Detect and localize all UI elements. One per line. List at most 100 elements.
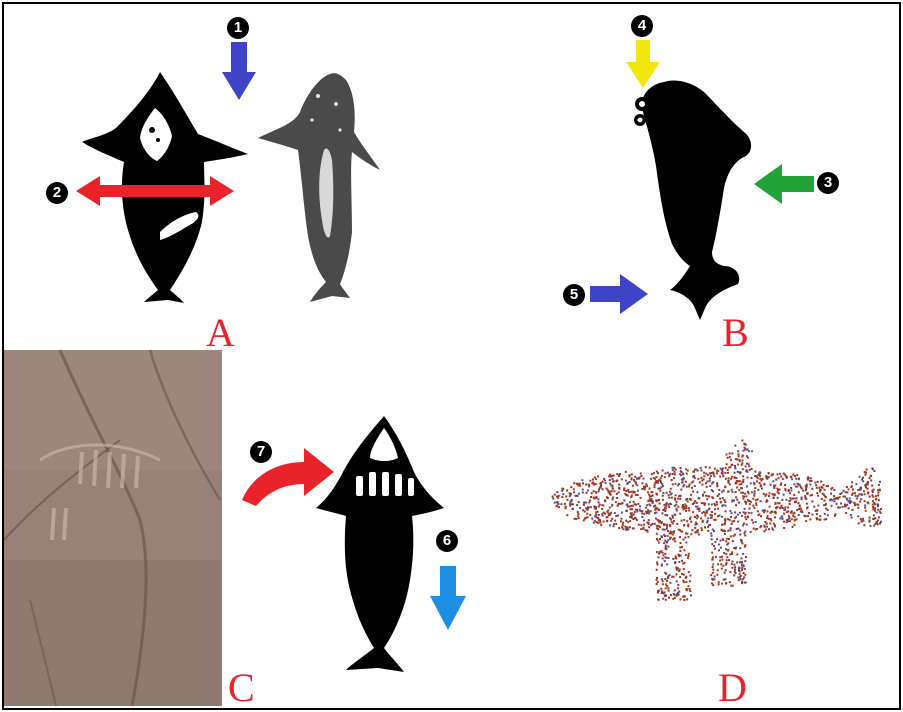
pointcloud-dot (707, 495, 709, 497)
pointcloud-dot (577, 515, 579, 517)
pointcloud-dot (769, 506, 771, 508)
pointcloud-dot (662, 528, 664, 530)
pointcloud-dot (593, 522, 595, 524)
pointcloud-dot (579, 485, 581, 487)
pointcloud-dot (787, 506, 789, 508)
pointcloud-dot (635, 509, 637, 511)
pointcloud-dot (660, 588, 662, 590)
pointcloud-dot (746, 485, 748, 487)
pointcloud-dot (734, 511, 736, 513)
pointcloud-dot (848, 507, 850, 509)
pointcloud-dot (579, 507, 581, 509)
pointcloud-dot (656, 562, 658, 564)
pointcloud-dot (723, 552, 725, 554)
pointcloud-dot (834, 498, 836, 500)
pointcloud-dot (573, 491, 575, 493)
pointcloud-dot (735, 491, 737, 493)
pointcloud-dot (848, 500, 850, 502)
pointcloud-dot (823, 484, 825, 486)
pointcloud-dot (623, 487, 625, 489)
pointcloud-dot (620, 520, 622, 522)
pointcloud-dot (708, 508, 710, 510)
pointcloud-dot (625, 471, 627, 473)
pointcloud-dot (685, 542, 687, 544)
pointcloud-dot (608, 475, 610, 477)
pointcloud-dot (825, 518, 827, 520)
pointcloud-dot (618, 527, 620, 529)
pointcloud-dot (675, 494, 677, 496)
pointcloud-dot (734, 465, 736, 467)
pointcloud-dot (689, 498, 691, 500)
pointcloud-dot (612, 488, 614, 490)
pointcloud-dot (584, 502, 586, 504)
pointcloud-dot (663, 504, 665, 506)
pointcloud-dot (668, 474, 670, 476)
pointcloud-dot (862, 477, 864, 479)
pointcloud-dot (674, 562, 676, 564)
pointcloud-dot (666, 505, 668, 507)
pointcloud-dot (688, 507, 690, 509)
pointcloud-dot (741, 481, 743, 483)
pointcloud-dot (611, 490, 613, 492)
pointcloud-dot (635, 504, 637, 506)
pointcloud-dot (717, 515, 719, 517)
pointcloud-dot (662, 499, 664, 501)
pointcloud-dot (662, 470, 664, 472)
pointcloud-dot (714, 548, 716, 550)
pointcloud-dot (852, 509, 854, 511)
pointcloud-dot (682, 580, 684, 582)
pointcloud-dot (602, 488, 604, 490)
pointcloud-dot (660, 480, 662, 482)
pointcloud-dot (798, 478, 800, 480)
pointcloud-dot (736, 561, 738, 563)
pointcloud-dot (714, 578, 716, 580)
pointcloud-dot (751, 519, 753, 521)
pointcloud-dot (731, 561, 733, 563)
pointcloud-dot (707, 481, 709, 483)
pointcloud-dot (760, 515, 762, 517)
pointcloud-dot (861, 494, 863, 496)
pointcloud-dot (724, 501, 726, 503)
pointcloud-dot (586, 513, 588, 515)
pointcloud-dot (740, 578, 742, 580)
pointcloud-dot (647, 500, 649, 502)
pointcloud-dot (664, 560, 666, 562)
pointcloud-dot (759, 478, 761, 480)
pointcloud-dot (682, 539, 684, 541)
pointcloud-dot (634, 511, 636, 513)
pointcloud-dot (848, 488, 850, 490)
pointcloud-dot (617, 515, 619, 517)
pointcloud-dot (632, 505, 634, 507)
pointcloud-dot (725, 467, 727, 469)
pointcloud-dot (716, 470, 718, 472)
pointcloud-dot (743, 572, 745, 574)
pointcloud-dot (659, 520, 661, 522)
pointcloud-dot (611, 505, 613, 507)
pointcloud-dot (731, 567, 733, 569)
pointcloud-dot (706, 498, 708, 500)
pointcloud-dot (854, 504, 856, 506)
pointcloud-dot (664, 556, 666, 558)
pointcloud-dot (625, 510, 627, 512)
pointcloud-dot (733, 564, 735, 566)
pointcloud-dot (640, 510, 642, 512)
pointcloud-dot (741, 561, 743, 563)
pointcloud-dot (665, 573, 667, 575)
pointcloud-dot (855, 483, 857, 485)
pointcloud-dot (749, 503, 751, 505)
pointcloud-dot (723, 530, 725, 532)
pointcloud-dot (648, 513, 650, 515)
pointcloud-dot (738, 528, 740, 530)
pointcloud-dot (641, 482, 643, 484)
pointcloud-dot (746, 455, 748, 457)
pointcloud-dot (744, 493, 746, 495)
pointcloud-dot (686, 520, 688, 522)
pointcloud-dot (736, 553, 738, 555)
pointcloud-dot (554, 494, 556, 496)
pointcloud-dot (794, 519, 796, 521)
pointcloud-dot (666, 514, 668, 516)
pointcloud-dot (734, 569, 736, 571)
pointcloud-dot (597, 511, 599, 513)
pointcloud-dot (718, 583, 720, 585)
pointcloud-dot (688, 553, 690, 555)
